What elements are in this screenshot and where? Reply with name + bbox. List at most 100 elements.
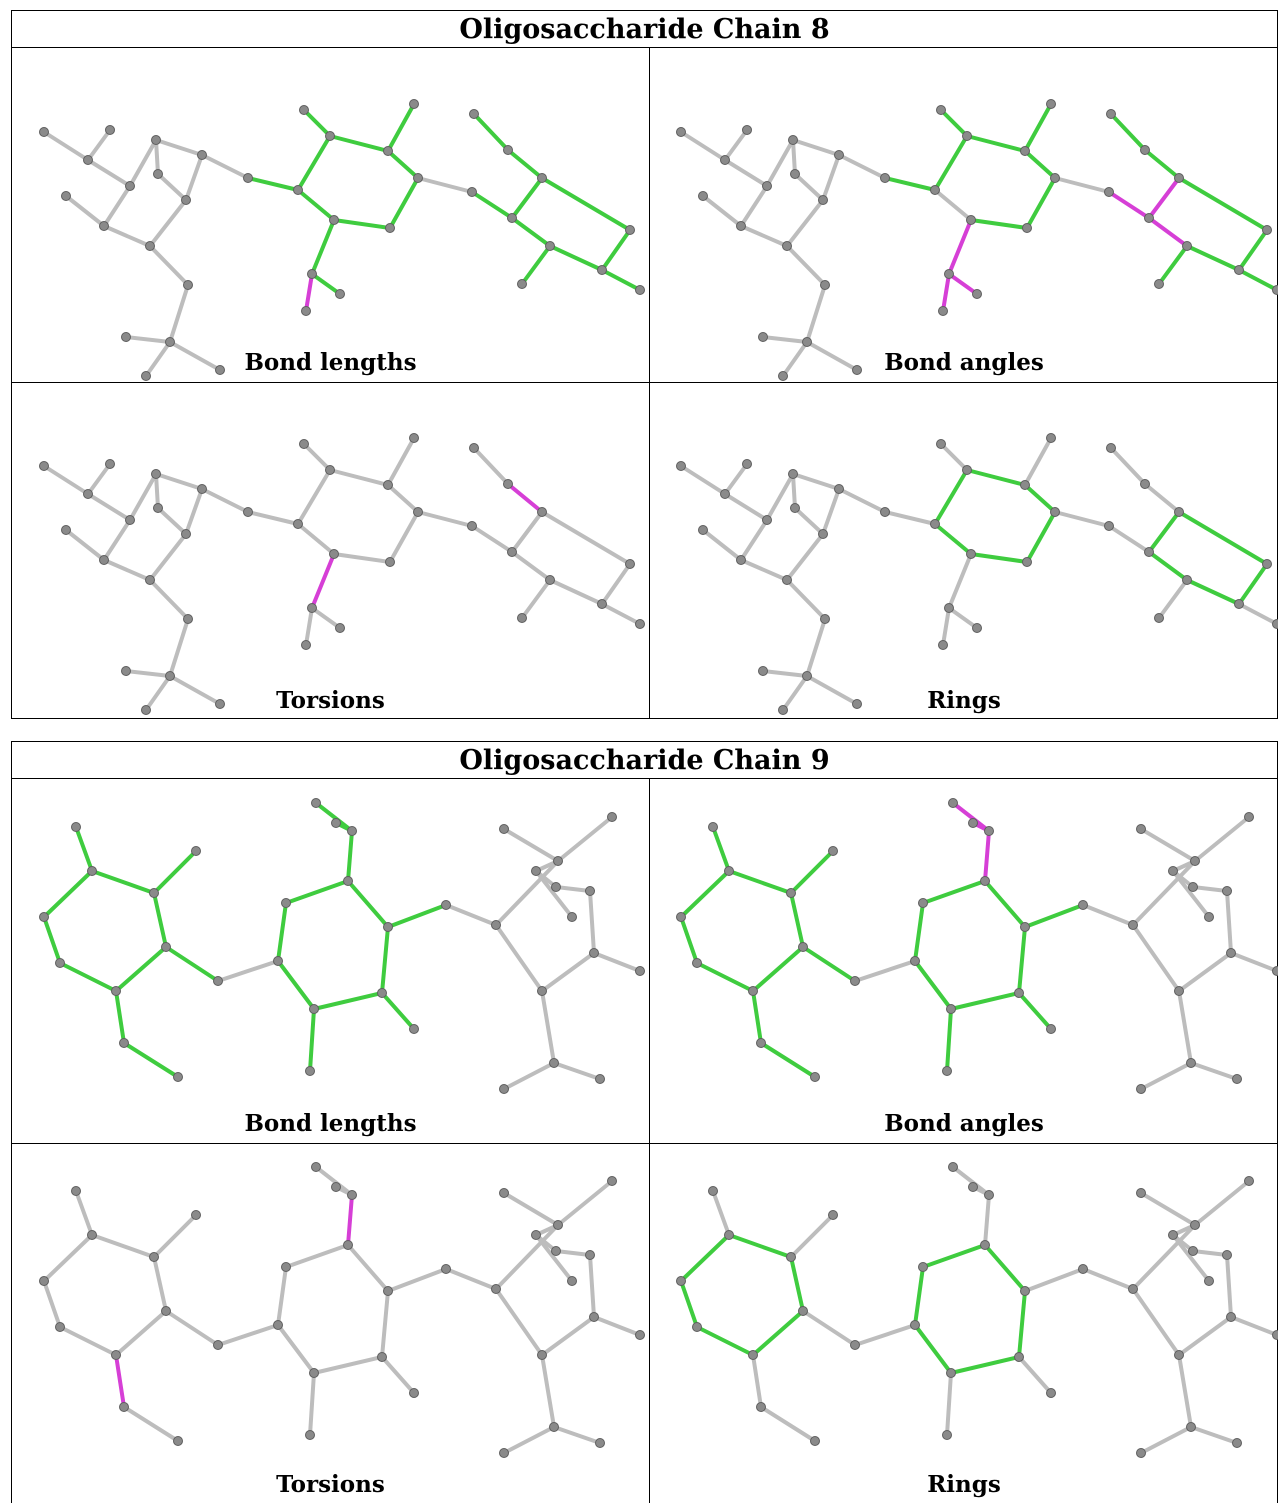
chain-8-title: Oligosaccharide Chain 8 [12, 11, 1277, 48]
bond [382, 1291, 388, 1357]
bond [496, 1289, 542, 1355]
bond [124, 1043, 178, 1077]
bond [166, 947, 218, 981]
bond [154, 1215, 196, 1257]
bond [154, 1257, 166, 1311]
atom [598, 266, 607, 275]
atom [552, 1247, 561, 1256]
bond [304, 110, 330, 136]
atom [590, 1313, 599, 1322]
bond [558, 817, 612, 861]
bond [985, 831, 989, 881]
bond [761, 1407, 815, 1441]
atom [1021, 481, 1030, 490]
bond [550, 246, 602, 270]
atom [596, 1075, 605, 1084]
atom [174, 1073, 183, 1082]
atom [636, 286, 645, 295]
bond [286, 881, 348, 903]
atom [1051, 508, 1060, 517]
atom [84, 490, 93, 499]
atom [1175, 1351, 1184, 1360]
atom [500, 825, 509, 834]
chain-9-rings-cell: Rings [649, 1143, 1278, 1504]
bond [1133, 1225, 1195, 1289]
atom [344, 1241, 353, 1250]
atom [1205, 1277, 1214, 1286]
bond [334, 220, 390, 228]
atom [949, 799, 958, 808]
chain-8-rings-caption: Rings [649, 687, 1278, 714]
bond [304, 444, 330, 470]
bond [312, 554, 334, 608]
atom [919, 899, 928, 908]
atom [414, 174, 423, 183]
bond [126, 337, 170, 342]
bond [885, 178, 935, 190]
bond [348, 881, 388, 927]
chain-9-panel: Oligosaccharide Chain 9 Bond lengths Bon… [11, 741, 1278, 1503]
bond [44, 1281, 60, 1327]
bond [558, 1181, 612, 1225]
bond [1239, 270, 1277, 290]
atom [198, 151, 207, 160]
bond [967, 136, 1025, 151]
atom [294, 520, 303, 529]
atom [636, 1331, 645, 1340]
atom [590, 949, 599, 958]
atom [985, 1191, 994, 1200]
chain-9-bond-lengths-caption: Bond lengths [12, 1110, 649, 1137]
bond [60, 963, 116, 991]
bond [44, 917, 60, 963]
atom [709, 823, 718, 832]
bond [807, 619, 825, 676]
bond [1083, 1269, 1133, 1289]
atom [787, 1253, 796, 1262]
atom [586, 1251, 595, 1260]
bond [44, 466, 88, 494]
atom [1141, 480, 1150, 489]
chain-8-panel: Oligosaccharide Chain 8 Bond lengths Bon… [11, 10, 1278, 719]
atom [931, 520, 940, 529]
bond [104, 520, 130, 560]
bond [761, 1043, 815, 1077]
bond [186, 489, 202, 534]
atom [538, 987, 547, 996]
bond [312, 274, 340, 294]
atom [330, 550, 339, 559]
bond [1159, 246, 1187, 284]
atom [1223, 887, 1232, 896]
atom [1129, 921, 1138, 930]
atom [981, 877, 990, 886]
atom [947, 1369, 956, 1378]
atom [699, 526, 708, 535]
bond [602, 564, 630, 604]
atom [1105, 522, 1114, 531]
bond [713, 1191, 729, 1235]
bond [554, 1063, 600, 1079]
bond [725, 130, 747, 160]
chain-8-bond-angles-caption: Bond angles [649, 349, 1278, 376]
bond [330, 136, 388, 151]
bond [594, 953, 640, 971]
bond [803, 1311, 855, 1345]
atom [384, 1287, 393, 1296]
atom [112, 1351, 121, 1360]
bond [170, 619, 188, 676]
bond [1133, 861, 1195, 925]
bond [88, 494, 130, 520]
atom [636, 967, 645, 976]
atom [743, 460, 752, 469]
bond [390, 178, 418, 228]
bond [314, 1357, 382, 1373]
bond [681, 917, 697, 963]
bond [542, 1355, 554, 1427]
atom [500, 1449, 509, 1458]
bond [681, 466, 725, 494]
atom [492, 1285, 501, 1294]
bond [1179, 953, 1231, 991]
bond [1239, 564, 1267, 604]
bond [104, 226, 150, 246]
bond [741, 186, 767, 226]
bond [536, 1235, 572, 1281]
